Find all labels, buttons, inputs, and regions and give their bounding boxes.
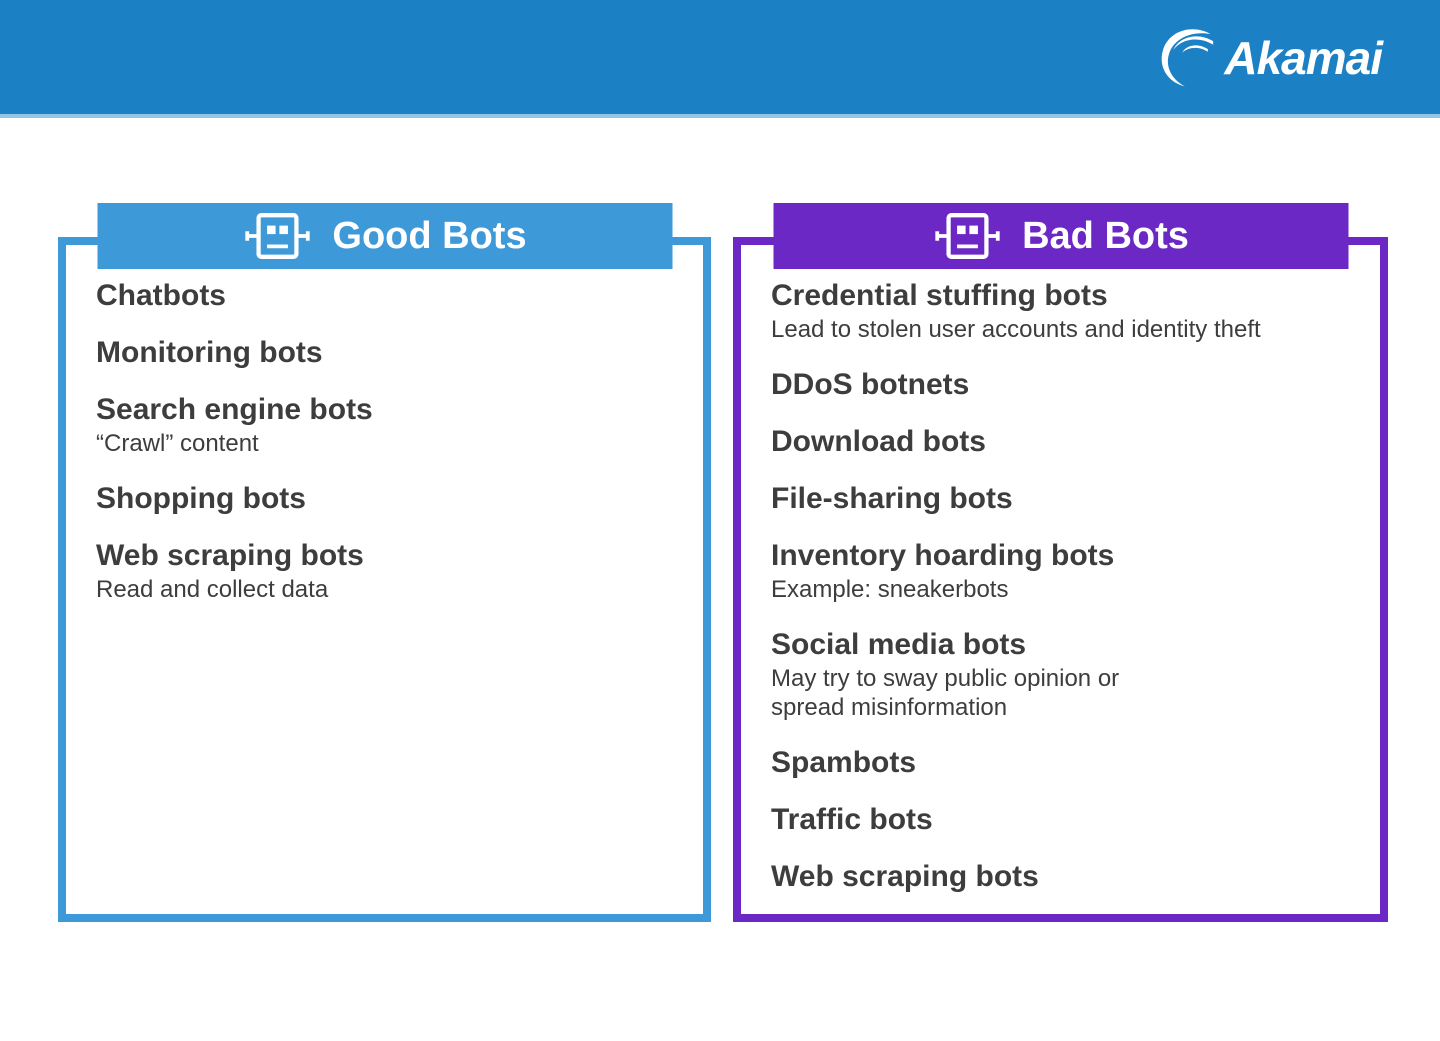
bot-name: Inventory hoarding bots: [771, 539, 1115, 572]
bot-name: Search engine bots: [96, 393, 373, 426]
bot-name: Shopping bots: [96, 482, 306, 515]
panel-title: Good Bots: [332, 215, 527, 257]
good-bots-panel: Good Bots Chatbots Monitoring bots Searc…: [58, 203, 711, 922]
akamai-logo-text: Akamai: [1224, 32, 1383, 84]
bot-name: File-sharing bots: [771, 482, 1013, 515]
bot-name: Web scraping bots: [96, 539, 364, 572]
bot-list: Chatbots Monitoring bots Search engine b…: [66, 245, 703, 604]
list-item: Traffic bots: [771, 803, 1354, 836]
akamai-swoosh-icon: [1162, 29, 1214, 87]
bad-bots-header: Bad Bots: [773, 203, 1348, 269]
bot-name: Download bots: [771, 425, 986, 458]
bot-description: Example: sneakerbots: [771, 576, 1009, 603]
bot-name: Monitoring bots: [96, 336, 323, 369]
bot-description: Lead to stolen user accounts and identit…: [771, 316, 1261, 343]
list-item: DDoS botnets: [771, 368, 1354, 401]
list-item: Download bots: [771, 425, 1354, 458]
bot-name: Social media bots: [771, 628, 1027, 661]
top-bar: Akamai: [0, 0, 1440, 118]
list-item: Shopping bots: [96, 482, 677, 515]
robot-icon: [934, 213, 1000, 259]
bot-description: Read and collect data: [96, 576, 329, 603]
bot-name: Spambots: [771, 746, 917, 779]
akamai-logo: Akamai: [1160, 26, 1388, 90]
list-item: Web scraping bots Read and collect data: [96, 539, 677, 604]
panel-title: Bad Bots: [1022, 215, 1189, 257]
bad-bots-panel: Bad Bots Credential stuffing bots Lead t…: [733, 203, 1388, 922]
list-item: File-sharing bots: [771, 482, 1354, 515]
bot-description: May try to sway public opinion or spread…: [771, 665, 1120, 721]
list-item: Spambots: [771, 746, 1354, 779]
bot-name: Chatbots: [96, 279, 226, 312]
good-bots-header: Good Bots: [97, 203, 672, 269]
bot-name: Credential stuffing bots: [771, 279, 1108, 312]
list-item: Search engine bots “Crawl” content: [96, 393, 677, 458]
list-item: Credential stuffing bots Lead to stolen …: [771, 279, 1354, 344]
bot-name: Web scraping bots: [771, 860, 1039, 893]
bot-name: Traffic bots: [771, 803, 933, 836]
list-item: Chatbots: [96, 279, 677, 312]
bot-description: “Crawl” content: [96, 430, 259, 457]
list-item: Web scraping bots: [771, 860, 1354, 893]
list-item: Monitoring bots: [96, 336, 677, 369]
robot-icon: [245, 213, 310, 259]
list-item: Inventory hoarding bots Example: sneaker…: [771, 539, 1354, 604]
bot-list: Credential stuffing bots Lead to stolen …: [741, 245, 1380, 893]
bot-name: DDoS botnets: [771, 368, 970, 401]
list-item: Social media bots May try to sway public…: [771, 628, 1354, 722]
